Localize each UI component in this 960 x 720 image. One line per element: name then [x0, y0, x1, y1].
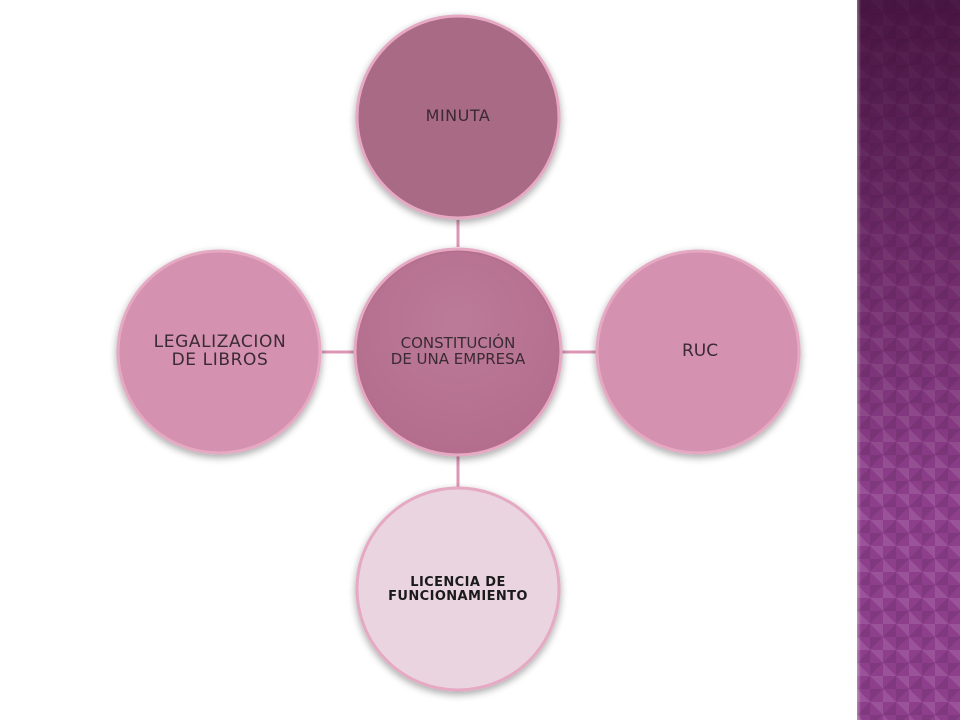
label-ruc: RUC: [681, 341, 719, 362]
label-licencia: LICENCIA DE FUNCIONAMIENTO: [388, 575, 528, 604]
side-panel-edge: [857, 0, 861, 720]
label-center: CONSTITUCIÓN DE UNA EMPRESA: [390, 334, 526, 368]
decorative-side-panel: [857, 0, 960, 720]
node-ruc: [595, 249, 801, 455]
label-minuta: MINUTA: [425, 105, 491, 125]
center-gloss: [358, 252, 558, 452]
label-legalizacion: LEGALIZACION DE LIBROS: [153, 332, 287, 370]
hub-spoke-diagram: [116, 14, 801, 692]
node-licencia: [355, 486, 561, 692]
node-minuta: [355, 14, 561, 220]
node-legalizacion: [116, 249, 322, 455]
